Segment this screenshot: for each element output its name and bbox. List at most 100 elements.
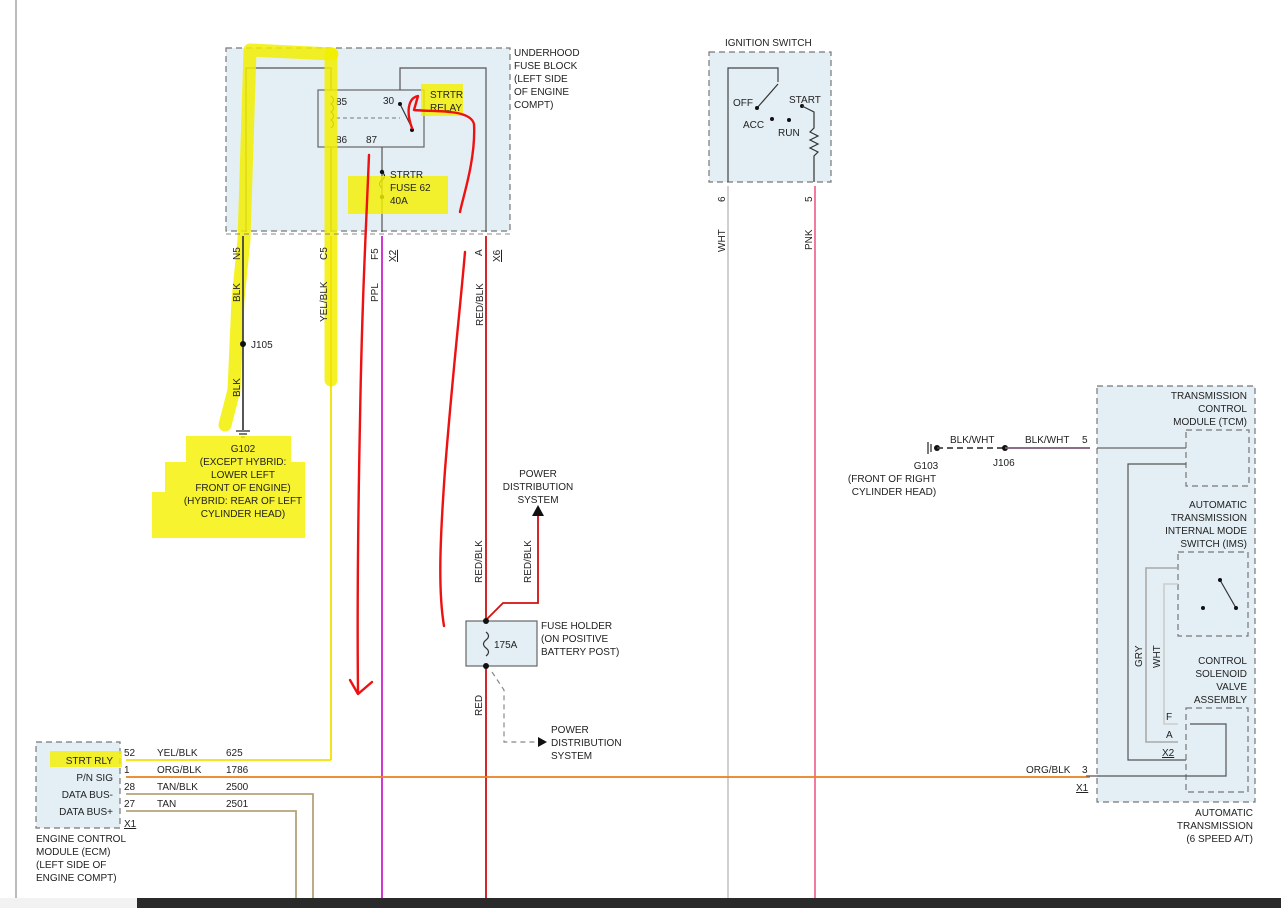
ignition-resistor-icon — [801, 105, 820, 182]
ecm-label-3: (LEFT SIDE OF — [36, 860, 106, 871]
wire-label-ppl: PPL — [370, 283, 381, 302]
wire-label-red-blk-branch: RED/BLK — [523, 540, 534, 583]
ecm-circuit-color-1: ORG/BLK — [157, 765, 202, 776]
tcm-label-3: MODULE (TCM) — [1173, 417, 1247, 428]
ecm-connector-x1: X1 — [124, 819, 137, 830]
underhood-fuse-block: UNDERHOOD FUSE BLOCK (LEFT SIDE OF ENGIN… — [218, 43, 580, 432]
ecm-circuit-color-28: TAN/BLK — [157, 782, 198, 793]
wire-label-blk-1: BLK — [232, 283, 243, 302]
g102-label-2: (EXCEPT HYBRID: — [200, 457, 287, 468]
ignition-pos-acc: ACC — [743, 120, 764, 131]
ecm-pin-data-bus-plus: DATA BUS+ — [59, 807, 113, 818]
ims-label-3: INTERNAL MODE — [1165, 526, 1247, 537]
tcm-box — [1185, 429, 1250, 487]
ignition-switch-outline — [708, 51, 832, 183]
g103-wire-left: BLK/WHT — [950, 435, 994, 446]
g103-label-1: G103 — [914, 461, 939, 472]
solenoid-pin-a: A — [1166, 730, 1173, 741]
ecm-pin-strt-rly: STRT RLY — [66, 756, 114, 767]
splice-j105-dot — [240, 341, 246, 347]
ignition-switch-title: IGNITION SWITCH — [725, 38, 812, 49]
ims-wht-wire — [1163, 583, 1178, 725]
fuse-block-title-4: OF ENGINE — [514, 87, 569, 98]
pds-bottom-wire — [491, 671, 536, 743]
ignition-acc-dot — [770, 117, 774, 121]
ims-box — [1177, 551, 1249, 637]
wire-ecm-tan — [126, 810, 297, 898]
highlight-g102-1 — [186, 436, 291, 462]
g102-label-1: G102 — [231, 444, 256, 455]
tcm-wire-org-blk: ORG/BLK — [1026, 765, 1071, 776]
ground-g103: BLK/WHT BLK/WHT 5 J106 G103 (FRONT OF RI… — [848, 435, 1090, 498]
ignition-pin-6: 6 — [717, 196, 728, 202]
ecm-circuit-color-52: YEL/BLK — [157, 748, 198, 759]
fuse-holder: 175A FUSE HOLDER (ON POSITIVE BATTERY PO… — [465, 618, 619, 669]
terminal-n5: N5 — [232, 247, 243, 260]
ecm-circuit-number-52: 625 — [226, 748, 243, 759]
pds-top-2: DISTRIBUTION — [503, 482, 574, 493]
ecm-label-1: ENGINE CONTROL — [36, 834, 126, 845]
fuse-holder-label-1: FUSE HOLDER — [541, 621, 612, 632]
highlight-blk-ground-stroke — [218, 43, 339, 432]
solenoid-label-3: VALVE — [1216, 682, 1247, 693]
power-distribution-arrow-up — [532, 505, 544, 516]
red-annotation-arrowhead — [348, 678, 374, 696]
pds-top-3: SYSTEM — [517, 495, 558, 506]
red-annotation-relay-loop — [407, 94, 476, 214]
engine-control-module: STRT RLY P/N SIG DATA BUS- DATA BUS+ X1 … — [35, 741, 1090, 898]
g102-label-5: (HYBRID: REAR OF LEFT — [184, 496, 302, 507]
fuse-block-title-3: (LEFT SIDE — [514, 74, 568, 85]
ground-g102: G102 (EXCEPT HYBRID: LOWER LEFT FRONT OF… — [152, 430, 305, 538]
ignition-switch: IGNITION SWITCH OFF START ACC RUN 6 5 — [708, 38, 832, 202]
strtr-relay-label-1: STRTR — [430, 90, 463, 101]
wire-ecm-tan-blk — [126, 793, 314, 898]
fuse-holder-label-2: (ON POSITIVE — [541, 634, 609, 645]
ims-label-4: SWITCH (IMS) — [1180, 539, 1247, 550]
fuse-block-title-1: UNDERHOOD — [514, 48, 580, 59]
ignition-contact-icon — [756, 83, 779, 109]
ignition-off-dot — [755, 106, 759, 110]
terminal-c5: C5 — [319, 247, 330, 260]
highlight-g102-2 — [165, 462, 305, 492]
wire-label-red: RED — [474, 695, 485, 716]
ims-label-2: TRANSMISSION — [1171, 513, 1247, 524]
splice-j105-label: J105 — [251, 340, 273, 351]
ecm-label-4: ENGINE COMPT) — [36, 873, 117, 884]
strtr-relay-label-2: RELAY — [430, 103, 462, 114]
fuse-dot-top — [379, 169, 385, 175]
ecm-circuit-color-27: TAN — [157, 799, 176, 810]
fuse-holder-top-dot — [483, 618, 489, 624]
ims-wire-gry: GRY — [1134, 645, 1145, 667]
red-annotation-down-arrow — [356, 153, 371, 694]
ims-switch-dot-3 — [1234, 606, 1238, 610]
page-footer-strip — [137, 898, 1281, 908]
wire-red-blk-branch — [485, 516, 539, 621]
g102-label-3: LOWER LEFT — [211, 470, 275, 481]
relay-pin-87: 87 — [366, 135, 378, 146]
ims-switch-dot-2 — [1201, 606, 1205, 610]
ignition-pin-5: 5 — [804, 196, 815, 202]
ignition-pos-run: RUN — [778, 128, 800, 139]
pds-top-1: POWER — [519, 469, 557, 480]
ecm-circuit-pin-27: 27 — [124, 799, 136, 810]
solenoid-internal-wire — [1086, 723, 1227, 777]
solenoid-label-1: CONTROL — [1198, 656, 1247, 667]
ims-wire-wht: WHT — [1152, 645, 1163, 668]
relay-pin-86: 86 — [336, 135, 348, 146]
wire-label-pnk: PNK — [804, 229, 815, 250]
power-distribution-top: POWER DISTRIBUTION SYSTEM — [503, 469, 574, 506]
ignition-pos-start: START — [789, 95, 821, 106]
ecm-circuit-pin-28: 28 — [124, 782, 136, 793]
highlight-strtr-fuse — [348, 176, 448, 214]
fuse-holder-fuse-icon — [482, 631, 490, 657]
pds-bottom-2: DISTRIBUTION — [551, 738, 622, 749]
pds-bottom-1: POWER — [551, 725, 589, 736]
pds-bottom-3: SYSTEM — [551, 751, 592, 762]
relay-pin-30: 30 — [383, 96, 395, 107]
relay-contact-dot-2 — [410, 128, 414, 132]
fuse-block-title-2: FUSE BLOCK — [514, 61, 578, 72]
highlight-g102-3 — [152, 492, 305, 538]
ecm-circuit-number-28: 2500 — [226, 782, 249, 793]
connector-x1-tcm: X1 — [1076, 783, 1089, 794]
